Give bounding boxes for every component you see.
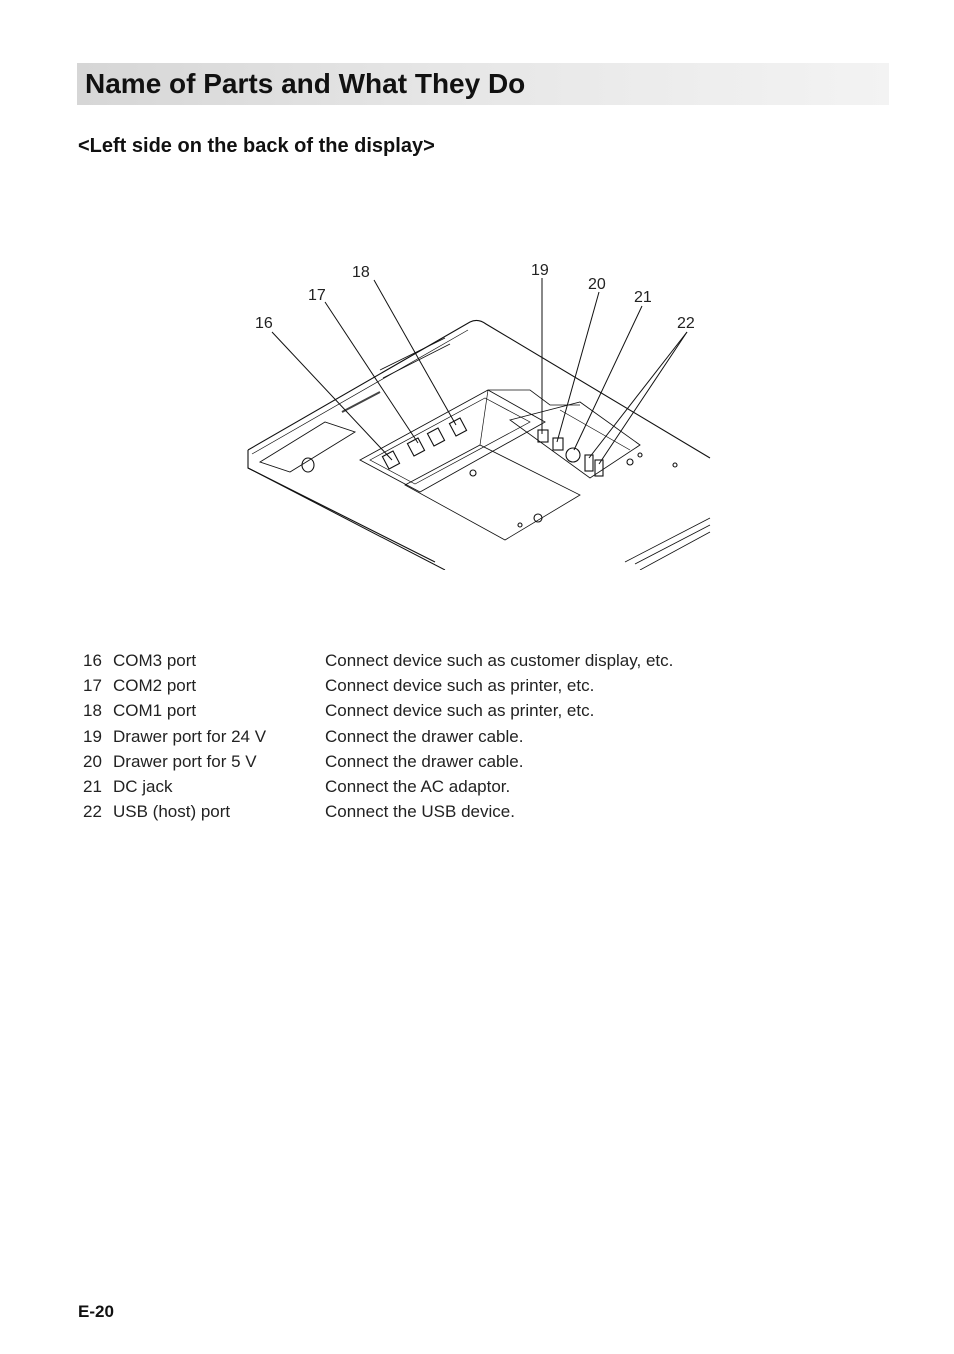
part-description: Connect device such as printer, etc. (325, 701, 595, 721)
part-name: COM1 port (113, 701, 197, 721)
part-name: Drawer port for 24 V (113, 726, 267, 746)
part-description: Connect the drawer cable. (325, 751, 524, 771)
title-bar: Name of Parts and What They Do (77, 63, 889, 105)
table-row: 20 Drawer port for 5 V Connect the drawe… (83, 749, 673, 774)
part-number: 22 (83, 802, 102, 822)
part-description: Connect the USB device. (325, 802, 515, 822)
table-row: 21 DC jack Connect the AC adaptor. (83, 774, 673, 799)
callout-22: 22 (677, 315, 695, 332)
part-description: Connect device such as customer display,… (325, 650, 674, 670)
part-description: Connect device such as printer, etc. (325, 675, 595, 695)
display-back-illustration: 16 17 18 19 20 21 22 (230, 250, 730, 570)
callout-19: 19 (531, 262, 549, 279)
callout-17: 17 (308, 287, 326, 304)
table-row: 19 Drawer port for 24 V Connect the draw… (83, 724, 673, 749)
part-number: 21 (83, 777, 102, 797)
callout-20: 20 (588, 276, 606, 293)
part-name: COM3 port (113, 650, 197, 670)
part-number: 19 (83, 726, 102, 746)
part-number: 16 (83, 650, 102, 670)
part-name: Drawer port for 5 V (113, 751, 257, 771)
table-row: 16 COM3 port Connect device such as cust… (83, 648, 673, 673)
table-row: 22 USB (host) port Connect the USB devic… (83, 800, 673, 825)
callout-18: 18 (352, 264, 370, 281)
page-number: E-20 (78, 1302, 114, 1321)
part-description: Connect the AC adaptor. (325, 777, 511, 797)
callout-16: 16 (255, 315, 273, 332)
table-row: 18 COM1 port Connect device such as prin… (83, 699, 673, 724)
parts-list: 16 COM3 port Connect device such as cust… (83, 648, 673, 825)
section-subtitle: <Left side on the back of the display> (78, 135, 435, 157)
part-name: USB (host) port (113, 802, 231, 822)
part-number: 18 (83, 701, 102, 721)
callout-21: 21 (634, 289, 652, 306)
part-number: 20 (83, 751, 102, 771)
part-name: COM2 port (113, 675, 197, 695)
part-number: 17 (83, 675, 102, 695)
table-row: 17 COM2 port Connect device such as prin… (83, 673, 673, 698)
page-title: Name of Parts and What They Do (85, 68, 526, 99)
part-description: Connect the drawer cable. (325, 726, 524, 746)
part-name: DC jack (113, 777, 173, 797)
